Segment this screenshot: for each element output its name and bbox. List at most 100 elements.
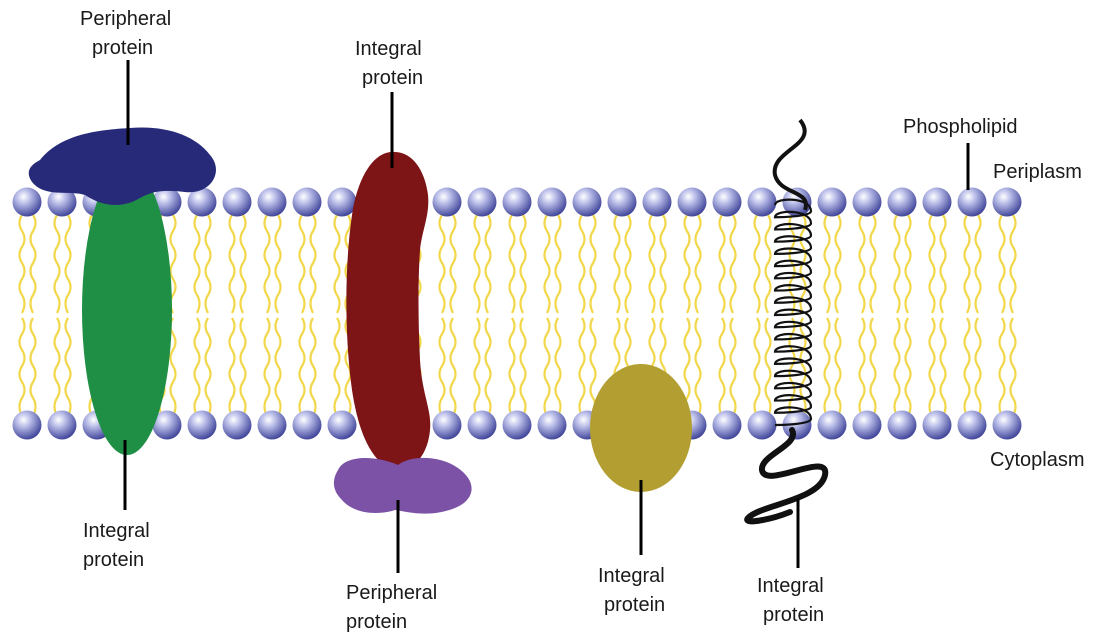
phospholipid-head <box>503 411 532 440</box>
lipid-tail <box>66 215 71 313</box>
phospholipid-head <box>993 411 1022 440</box>
lipid-tail <box>55 318 60 416</box>
label-integral-helix: Integral <box>757 575 824 597</box>
lipid-tail <box>731 215 736 313</box>
lipid-tail <box>31 215 36 313</box>
lipid-tail <box>1011 318 1016 416</box>
phospholipid-head <box>608 188 637 217</box>
phospholipid-head <box>818 411 847 440</box>
phospholipid-head <box>713 411 742 440</box>
phospholipid-head <box>888 411 917 440</box>
phospholipid-head <box>853 188 882 217</box>
lipid-tail <box>545 215 550 313</box>
lipid-tail <box>580 318 585 416</box>
lipid-tail <box>1011 215 1016 313</box>
lipid-tail <box>55 215 60 313</box>
lipid-tail <box>451 215 456 313</box>
integral-protein-olive <box>590 364 692 492</box>
label-peripheral-bottom: Peripheral <box>346 582 437 604</box>
lipid-tail <box>825 215 830 313</box>
peripheral-protein-bottom <box>334 458 472 514</box>
phospholipid-head <box>433 411 462 440</box>
lipid-tail <box>276 318 281 416</box>
lipid-tail <box>31 318 36 416</box>
label-integral-red-2: protein <box>362 67 423 89</box>
phospholipid-head <box>538 411 567 440</box>
phospholipid-head <box>573 188 602 217</box>
label-cytoplasm: Cytoplasm <box>990 449 1084 471</box>
phospholipid-head <box>328 188 357 217</box>
lipid-tail <box>615 215 620 313</box>
lipid-tail <box>696 318 701 416</box>
integral-protein-red <box>346 152 430 471</box>
lipid-tail <box>836 318 841 416</box>
lipid-tail <box>230 215 235 313</box>
lipid-tail <box>510 318 515 416</box>
lipid-tail <box>556 318 561 416</box>
lipid-tail <box>790 318 795 416</box>
lipid-tail <box>906 318 911 416</box>
lipid-tail <box>241 215 246 313</box>
phospholipid-head <box>713 188 742 217</box>
phospholipid-head <box>328 411 357 440</box>
label-peripheral-bottom-2: protein <box>346 611 407 633</box>
phospholipid-head <box>748 188 777 217</box>
lipid-tail <box>906 215 911 313</box>
lipid-tail <box>241 318 246 416</box>
phospholipid-head <box>468 188 497 217</box>
lipid-tail <box>1000 215 1005 313</box>
phospholipid-heads-periplasmic <box>13 188 1022 217</box>
lipid-tail <box>335 318 340 416</box>
lipid-tail <box>265 318 270 416</box>
lipid-tail <box>206 215 211 313</box>
lipid-tail <box>895 318 900 416</box>
phospholipid-heads-cytoplasmic <box>13 411 1022 440</box>
lipid-tail <box>731 318 736 416</box>
lipid-tail <box>755 318 760 416</box>
lipid-tail <box>475 318 480 416</box>
lipid-tail <box>720 215 725 313</box>
phospholipid-head <box>818 188 847 217</box>
label-integral-olive-2: protein <box>604 594 665 616</box>
lipid-tail <box>860 318 865 416</box>
lipid-tail <box>300 215 305 313</box>
phospholipid-head <box>643 188 672 217</box>
label-peripheral-top: Peripheral <box>80 8 171 30</box>
lipid-tail <box>825 318 830 416</box>
lipid-tail <box>230 318 235 416</box>
lipid-tail <box>766 318 771 416</box>
lipid-tail <box>626 215 631 313</box>
lipid-tail <box>591 215 596 313</box>
lipid-tail <box>801 318 806 416</box>
phospholipid-head <box>293 411 322 440</box>
lipid-tail <box>965 215 970 313</box>
phospholipid-head <box>48 411 77 440</box>
phospholipid-head <box>188 411 217 440</box>
lipid-tail <box>265 215 270 313</box>
lipid-tail <box>300 318 305 416</box>
lipid-tail <box>486 318 491 416</box>
lipid-tail <box>556 215 561 313</box>
phospholipid-head <box>13 188 42 217</box>
lipid-tail <box>521 318 526 416</box>
lipid-tail <box>720 318 725 416</box>
lipid-tail <box>335 215 340 313</box>
lipid-tail <box>930 318 935 416</box>
lipid-tail <box>871 215 876 313</box>
phospholipid-head <box>258 411 287 440</box>
lipid-tail <box>195 318 200 416</box>
phospholipid-head <box>923 411 952 440</box>
phospholipid-head <box>468 411 497 440</box>
phospholipid-head <box>853 411 882 440</box>
lipid-tail <box>661 215 666 313</box>
lipid-tail <box>20 318 25 416</box>
label-peripheral-top-2: protein <box>92 37 153 59</box>
lipid-tail <box>650 215 655 313</box>
lipid-tail <box>895 215 900 313</box>
lipid-tail <box>941 215 946 313</box>
lipid-tail <box>545 318 550 416</box>
lipid-tail <box>311 318 316 416</box>
phospholipid-head <box>258 188 287 217</box>
